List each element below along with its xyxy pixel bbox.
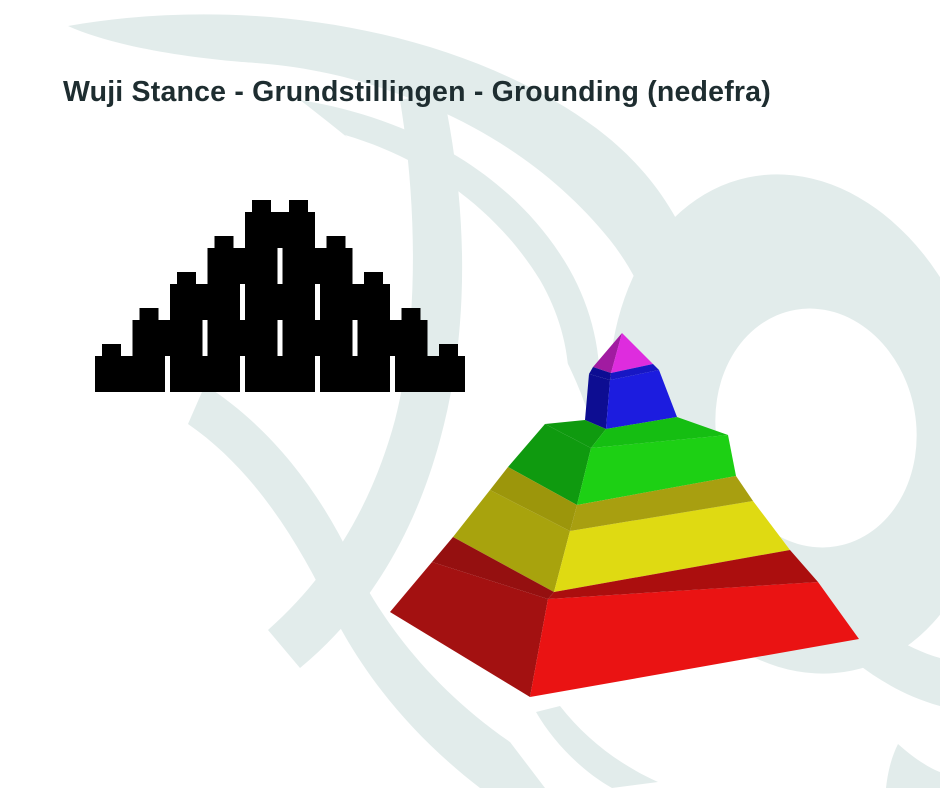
color-pyramid-icon	[390, 333, 859, 697]
page-title: Wuji Stance - Grundstillingen - Groundin…	[63, 76, 771, 108]
brick-pyramid-icon	[95, 200, 465, 392]
